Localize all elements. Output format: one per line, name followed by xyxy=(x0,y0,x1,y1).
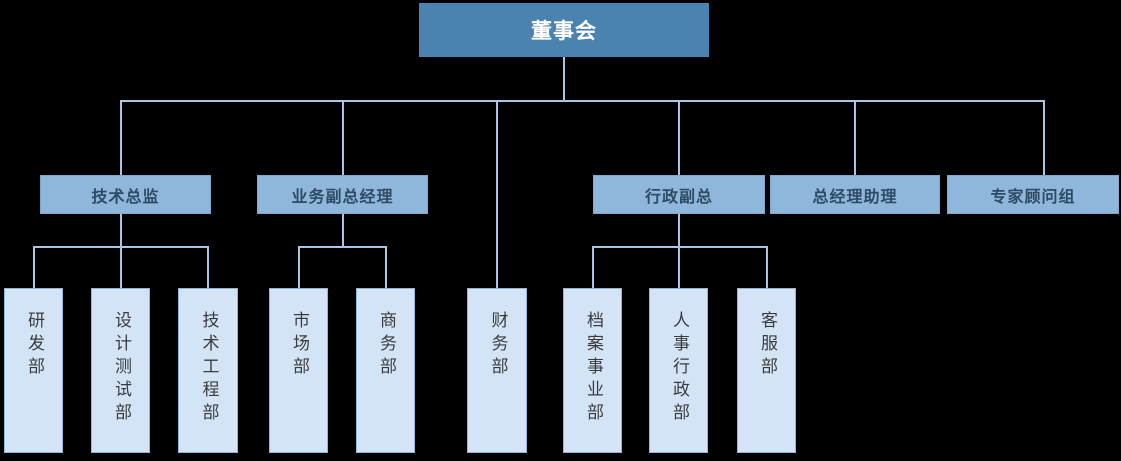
connector-to-customer-service-dept xyxy=(766,246,768,288)
node-hr-admin-dept[interactable]: 人事行政部 xyxy=(649,288,708,453)
connector-bus-to-expert-group xyxy=(1043,100,1045,175)
node-label: 档案事业部 xyxy=(583,311,603,426)
node-label: 董事会 xyxy=(531,19,597,43)
connector-to-archives-dept xyxy=(592,246,594,288)
connector-main-bus xyxy=(121,100,1045,102)
node-label: 专家顾问组 xyxy=(990,186,1076,206)
node-finance-dept[interactable]: 财务部 xyxy=(467,288,527,453)
connector-to-rd-dept xyxy=(33,246,35,288)
node-business-vp[interactable]: 业务副总经理 xyxy=(257,175,428,214)
node-expert-advisory-group[interactable]: 专家顾问组 xyxy=(947,175,1119,214)
node-customer-service-dept[interactable]: 客服部 xyxy=(737,288,796,453)
node-gm-assistant[interactable]: 总经理助理 xyxy=(770,175,940,214)
node-label: 研发部 xyxy=(24,311,44,380)
connector-bus-to-business-vp xyxy=(342,100,344,175)
node-label: 财务部 xyxy=(487,311,508,380)
node-commerce-dept[interactable]: 商务部 xyxy=(356,288,415,453)
node-label: 技术总监 xyxy=(91,186,160,206)
node-label: 行政副总 xyxy=(644,186,713,206)
connector-admin-vp-bus xyxy=(592,246,768,248)
connector-admin-vp-drop xyxy=(678,214,680,248)
node-label: 商务部 xyxy=(376,311,396,380)
node-label: 总经理助理 xyxy=(812,186,898,206)
connector-to-marketing-dept xyxy=(298,246,300,288)
node-archives-dept[interactable]: 档案事业部 xyxy=(563,288,622,453)
node-label: 业务副总经理 xyxy=(291,186,394,206)
connector-technical-director-drop xyxy=(120,214,122,248)
node-marketing-dept[interactable]: 市场部 xyxy=(269,288,328,453)
node-design-test-dept[interactable]: 设计测试部 xyxy=(91,288,150,453)
connector-to-commerce-dept xyxy=(385,246,387,288)
node-label: 市场部 xyxy=(289,311,309,380)
node-board-of-directors[interactable]: 董事会 xyxy=(419,3,709,57)
connector-bus-to-technical-director xyxy=(120,100,122,175)
node-technical-director[interactable]: 技术总监 xyxy=(40,175,211,214)
connector-to-hr-admin-dept xyxy=(678,246,680,288)
node-label: 人事行政部 xyxy=(669,311,689,426)
connector-to-tech-engineering-dept xyxy=(207,246,209,288)
connector-bus-to-gm-assistant xyxy=(854,100,856,175)
connector-bus-to-finance-dept xyxy=(496,100,498,288)
node-label: 技术工程部 xyxy=(198,311,219,426)
node-tech-engineering-dept[interactable]: 技术工程部 xyxy=(178,288,238,453)
node-label: 客服部 xyxy=(757,311,777,380)
connector-business-vp-drop xyxy=(342,214,344,248)
node-rd-dept[interactable]: 研发部 xyxy=(4,288,63,453)
node-label: 设计测试部 xyxy=(111,311,131,426)
connector-root-drop xyxy=(563,57,565,102)
connector-bus-to-admin-vp xyxy=(678,100,680,175)
connector-business-vp-bus xyxy=(298,246,386,248)
node-admin-vp[interactable]: 行政副总 xyxy=(593,175,765,214)
connector-to-design-test-dept xyxy=(120,246,122,288)
